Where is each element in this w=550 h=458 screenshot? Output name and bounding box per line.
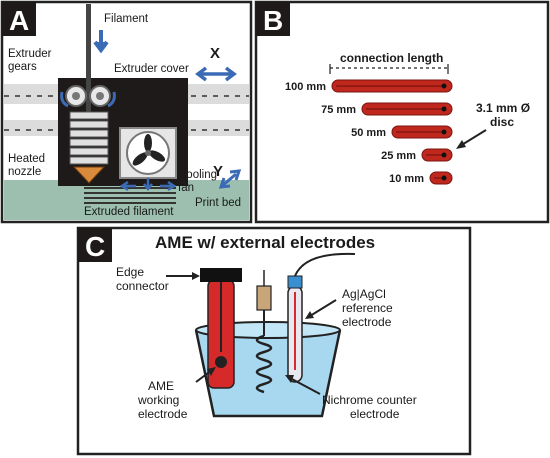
rod-label-25mm: 25 mm	[381, 150, 416, 162]
label-edge-connector-2: connector	[116, 279, 169, 293]
label-counter-2: electrode	[350, 407, 400, 421]
rods-group: 100 mm 75 mm 50 mm 25 mm 10 mm	[285, 79, 453, 185]
heat-sink	[69, 111, 109, 165]
rod-disc-100mm	[441, 83, 447, 89]
panel-b-letter-box	[256, 2, 290, 36]
label-working-2: working	[137, 393, 179, 407]
label-working-3: electrode	[138, 407, 188, 421]
counter-pointer	[289, 377, 321, 395]
label-heated-nozzle-1: Heated	[8, 153, 45, 165]
working-electrode-disc	[215, 356, 227, 368]
label-connection-length: connection length	[340, 51, 443, 65]
panel-a: A Filament Extruder gears Extruder cover…	[0, 0, 253, 224]
counter-pointer-head	[285, 375, 294, 383]
rod-label-10mm: 10 mm	[389, 173, 424, 185]
extruded-filament-lines	[84, 187, 176, 204]
label-y-axis: Y	[213, 163, 223, 180]
label-extruder-gears-1: Extruder	[8, 48, 52, 60]
fan-blades	[132, 134, 166, 166]
reference-electrode-cable	[294, 252, 356, 277]
filament-feed-arrow	[93, 30, 109, 54]
label-reference-3: electrode	[342, 315, 392, 329]
panel-b-letter: B	[263, 5, 283, 36]
label-working-1: AME	[148, 379, 174, 393]
label-print-bed: Print bed	[195, 197, 241, 209]
beaker-outline	[194, 329, 342, 418]
reference-pointer	[309, 299, 337, 317]
airflow-arrow-left	[119, 180, 136, 192]
panel-a-letter-box	[2, 2, 36, 36]
panel-a-letter: A	[9, 5, 29, 36]
disc-pointer-arrow	[459, 129, 487, 147]
label-reference-2: reference	[342, 301, 393, 315]
panel-c: C AME w/ external electrodes Edge connec…	[76, 226, 472, 456]
reference-electrode-cap	[287, 275, 303, 289]
label-cooling-fan-2: fan	[178, 182, 194, 194]
label-disc-size: 3.1 mm Ø	[476, 101, 530, 115]
x-axis-arrow	[195, 66, 237, 82]
gear-left-hub	[72, 92, 80, 100]
label-reference-1: Ag|AgCl	[342, 287, 386, 301]
label-extruded-filament: Extruded filament	[84, 206, 174, 218]
airflow-arrow-right	[160, 180, 177, 192]
panel-b: B connection length 100 mm 75 mm 50 mm 25 m…	[254, 0, 550, 224]
working-pointer-head	[207, 367, 216, 376]
nichrome-coil	[255, 334, 273, 394]
y-axis-arrow	[218, 169, 242, 189]
rod-label-75mm: 75 mm	[321, 104, 356, 116]
rod-label-50mm: 50 mm	[351, 127, 386, 139]
rod-disc-75mm	[441, 106, 447, 112]
rod-label-100mm: 100 mm	[285, 81, 326, 93]
heated-nozzle	[72, 166, 106, 184]
panel-c-letter: C	[85, 231, 105, 262]
edge-connector	[200, 268, 242, 282]
label-edge-connector-1: Edge	[116, 265, 144, 279]
gear-right-hub	[96, 92, 104, 100]
label-extruder-gears-2: gears	[8, 61, 37, 73]
rod-disc-25mm	[441, 152, 447, 158]
reference-pointer-head	[305, 311, 314, 319]
label-counter-1: Nichrome counter	[322, 393, 417, 407]
label-cooling-fan-1: Cooling	[178, 169, 217, 181]
gear-left-rotation-arrow	[60, 91, 69, 108]
label-x-axis: X	[210, 45, 220, 62]
label-filament: Filament	[104, 13, 149, 25]
filament	[86, 4, 91, 114]
label-extruder-cover: Extruder cover	[114, 63, 189, 75]
rod-disc-10mm	[441, 175, 447, 181]
panel-c-letter-box	[78, 228, 112, 262]
rod-disc-50mm	[441, 129, 447, 135]
label-heated-nozzle-2: nozzle	[8, 166, 41, 178]
label-disc: disc	[490, 115, 514, 129]
gear-right-rotation-arrow	[107, 91, 116, 108]
disc-pointer-arrowhead	[456, 140, 466, 149]
airflow-arrow-down	[143, 178, 153, 192]
counter-electrode-holder	[256, 285, 272, 311]
edge-connector-pointer-head	[192, 272, 200, 280]
panel-c-title: AME w/ external electrodes	[155, 233, 375, 252]
